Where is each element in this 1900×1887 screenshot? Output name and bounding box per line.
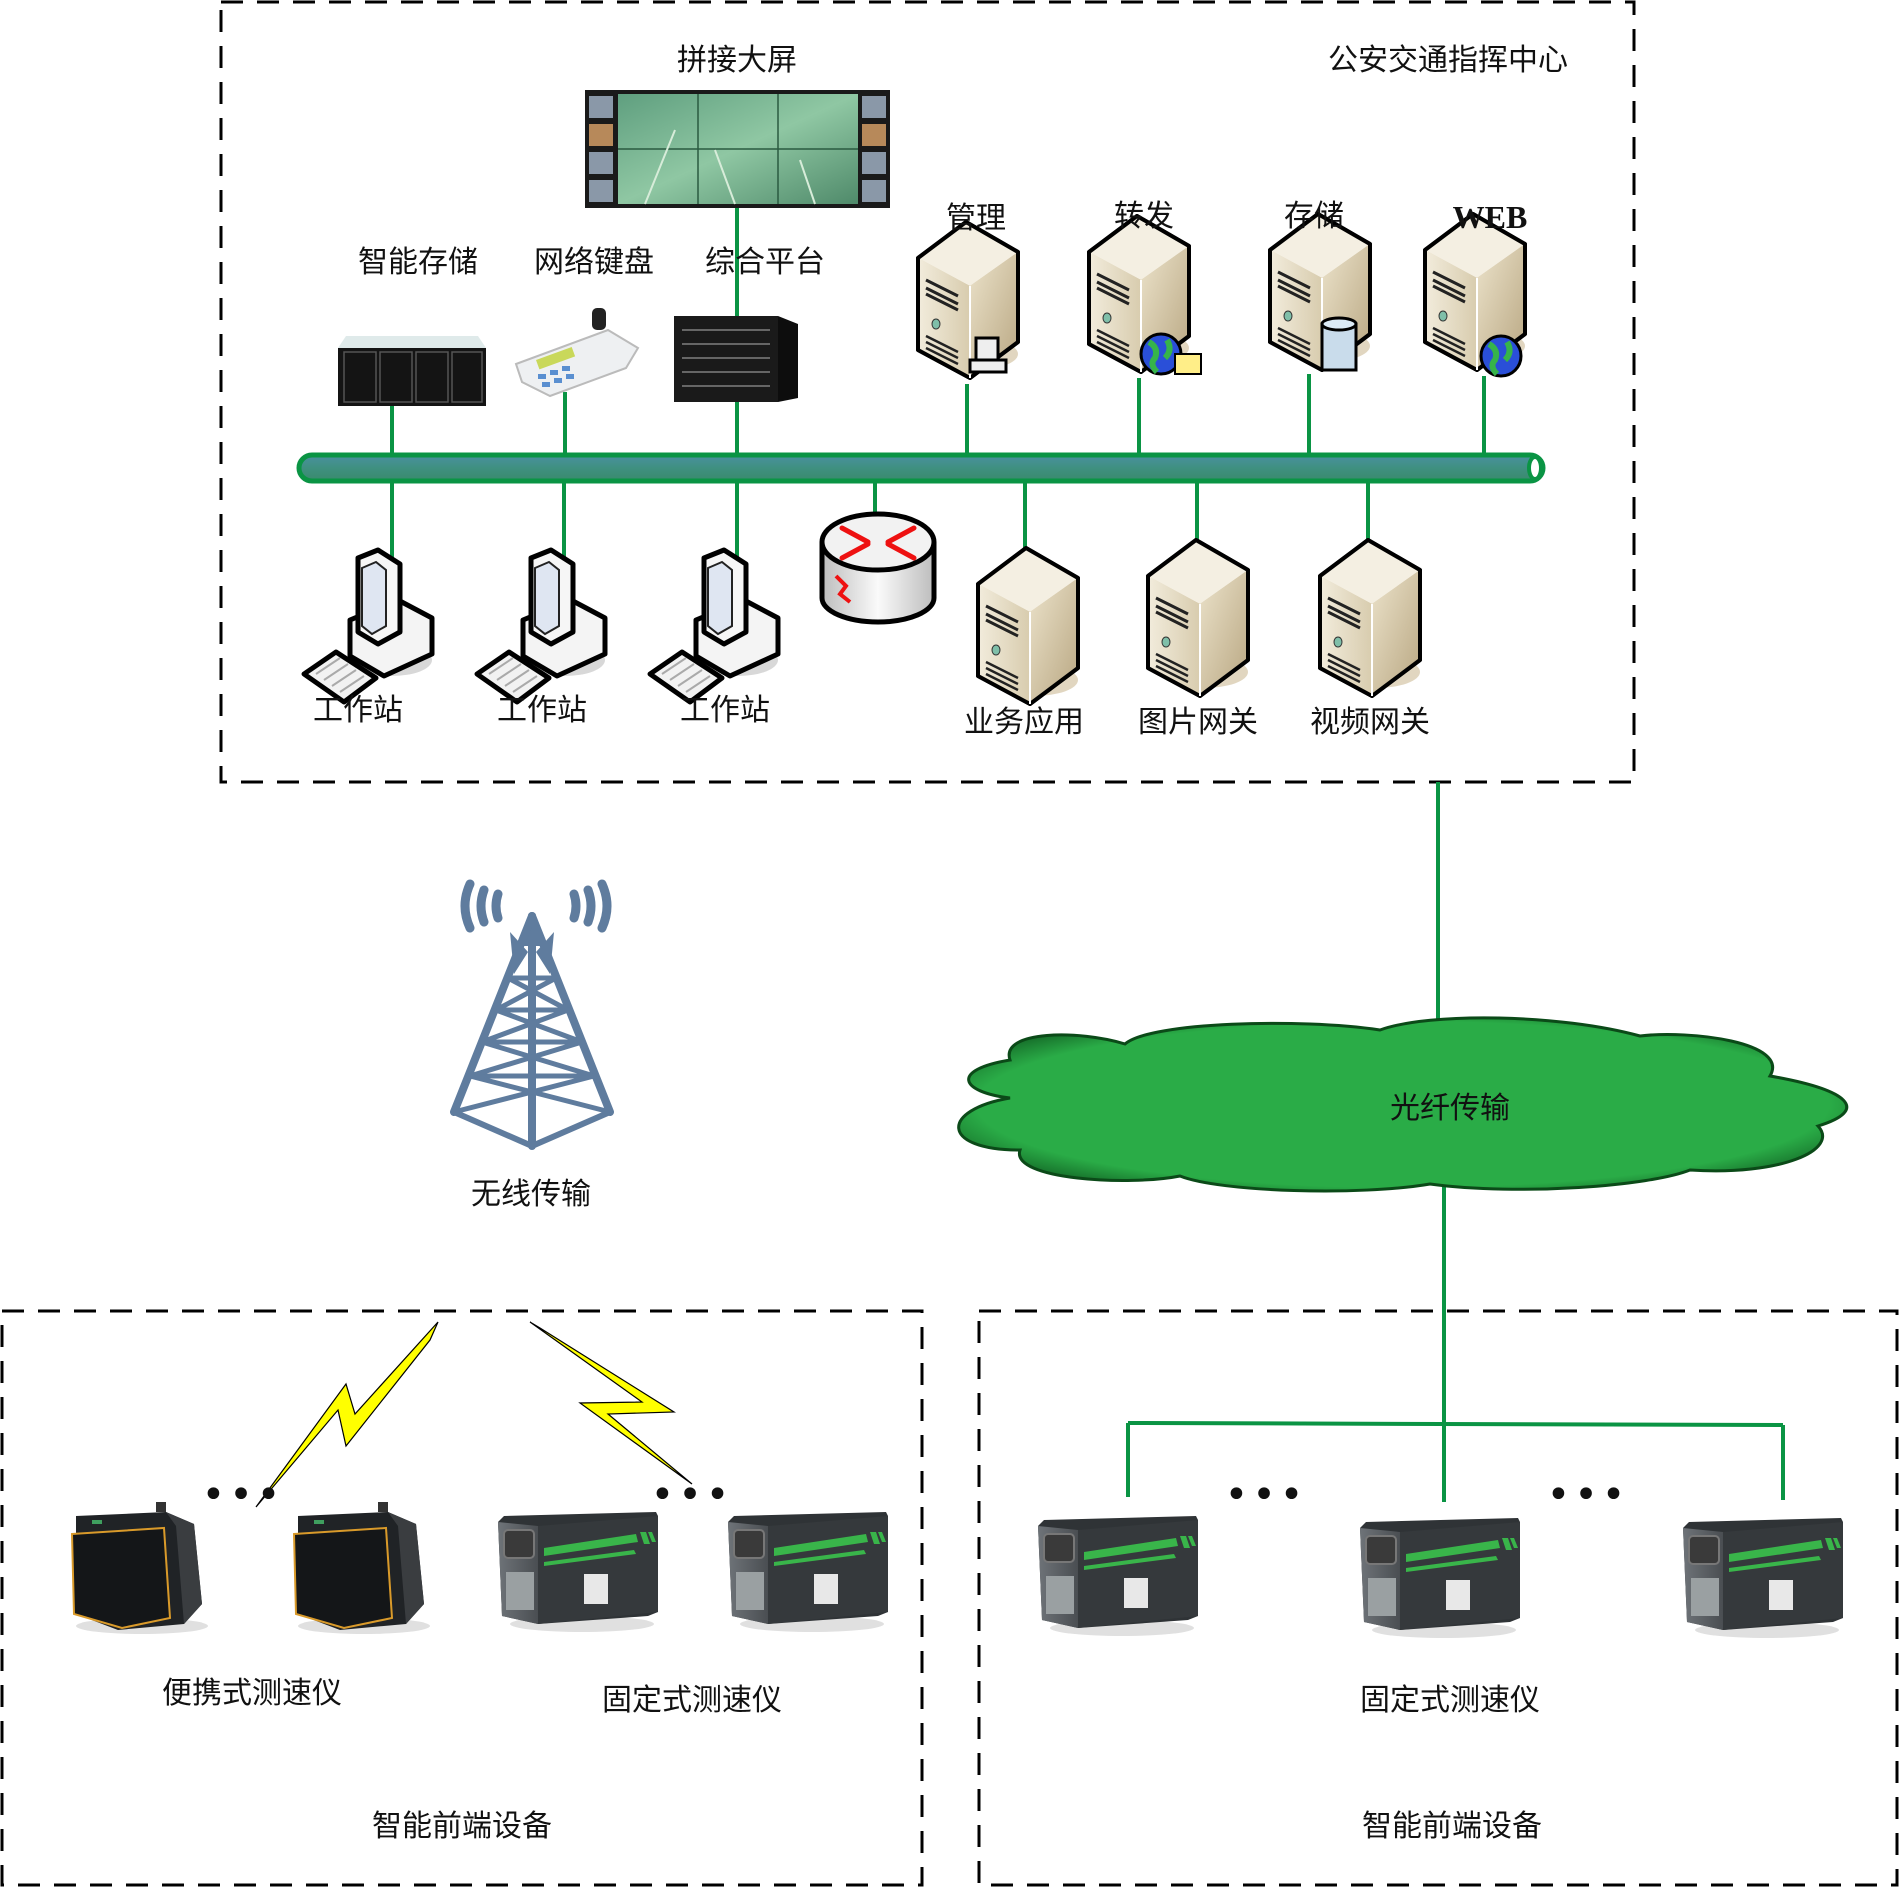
storage-array-label: 智能存储: [358, 245, 478, 280]
workstation-label: 工作站: [497, 693, 587, 728]
server-icon: [976, 546, 1080, 706]
ellipsis: •••: [1224, 1472, 1308, 1518]
ellipsis: •••: [201, 1472, 285, 1518]
fixed-speed-radar-icon: [1682, 1517, 1844, 1639]
workstation-label: 工作站: [313, 693, 403, 728]
video-wall-label: 拼接大屏: [677, 43, 797, 78]
workstation-icon: [477, 550, 605, 702]
server-management-label: 管理: [946, 201, 1006, 236]
network-bus: [296, 452, 1546, 484]
server-forward-label: 转发: [1114, 199, 1174, 234]
video-gateway-label: 视频网关: [1310, 705, 1430, 740]
fixed-speed-radar-icon: [497, 1511, 659, 1633]
business-app-label: 业务应用: [964, 705, 1084, 740]
server-web-icon: [1423, 212, 1527, 378]
lightning-icon: [255, 1321, 439, 1508]
wireless-label: 无线传输: [471, 1177, 591, 1212]
server-web-label: WEB: [1452, 199, 1528, 235]
command-center-title: 公安交通指挥中心: [1328, 43, 1568, 78]
workstation-icon: [304, 550, 432, 702]
video-wall-icon: [585, 90, 890, 208]
ellipsis: •••: [1546, 1472, 1630, 1518]
front-end-left-title: 智能前端设备: [372, 1809, 552, 1844]
fiber-label: 光纤传输: [1390, 1091, 1510, 1126]
server-storage-icon: [1268, 212, 1372, 372]
fixed-radar-label: 固定式测速仪: [1360, 1683, 1540, 1718]
workstation-label: 工作站: [680, 693, 770, 728]
image-gateway-label: 图片网关: [1138, 705, 1258, 740]
fixed-speed-radar-icon: [1359, 1517, 1521, 1639]
platform-label: 综合平台: [705, 245, 825, 280]
storage-array-icon: [338, 336, 486, 406]
router-icon: [819, 511, 937, 625]
fixed-speed-radar-icon: [727, 1511, 889, 1633]
network-keyboard-icon: [514, 308, 640, 398]
ellipsis: •••: [650, 1472, 734, 1518]
front-end-left-boundary: [0, 1309, 924, 1887]
workstation-icon: [650, 550, 778, 702]
fixed-speed-radar-icon: [1037, 1515, 1199, 1637]
server-icon: [1318, 538, 1422, 698]
server-storage-label: 存储: [1284, 199, 1344, 234]
portable-radar-label: 便携式测速仪: [162, 1676, 342, 1711]
radio-tower-icon: [450, 879, 614, 1150]
portable-speed-radar-icon: [293, 1501, 431, 1635]
server-management-icon: [916, 220, 1020, 380]
cloud-icon: [957, 1016, 1849, 1193]
server-icon: [1146, 538, 1250, 698]
network-keyboard-label: 网络键盘: [534, 245, 654, 280]
platform-chassis-icon: [674, 316, 798, 402]
fixed-radar-label: 固定式测速仪: [602, 1683, 782, 1718]
front-end-right-title: 智能前端设备: [1362, 1809, 1542, 1844]
links: [390, 204, 1785, 1502]
front-end-right-boundary: [977, 1309, 1899, 1887]
server-forward-icon: [1087, 214, 1202, 376]
lightning-icon: [529, 1321, 693, 1485]
portable-speed-radar-icon: [71, 1501, 209, 1635]
command-center-boundary: [219, 0, 1636, 784]
